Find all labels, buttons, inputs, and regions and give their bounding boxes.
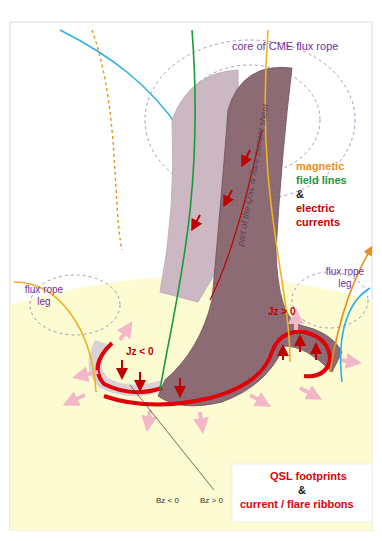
legend-note: electric xyxy=(296,202,335,215)
ribbon-note: QSL footprints xyxy=(270,470,347,483)
legend-note: field lines xyxy=(296,174,347,187)
legend-note: magnetic xyxy=(296,160,344,173)
legend-note: & xyxy=(296,188,304,201)
ribbon-note: & xyxy=(298,484,306,497)
polarity-label: Bz < 0 xyxy=(156,496,179,505)
polarity-label: Bz > 0 xyxy=(200,496,223,505)
ribbon-note: current / flare ribbons xyxy=(240,498,354,511)
leg-label: flux rope leg xyxy=(325,266,365,289)
current-sign: Jz < 0 xyxy=(126,346,154,358)
title-note: core of CME flux rope xyxy=(232,40,338,53)
leg-label: flux rope leg xyxy=(22,284,66,307)
current-sign: Jz > 0 xyxy=(268,306,296,318)
legend-note: currents xyxy=(296,216,340,229)
